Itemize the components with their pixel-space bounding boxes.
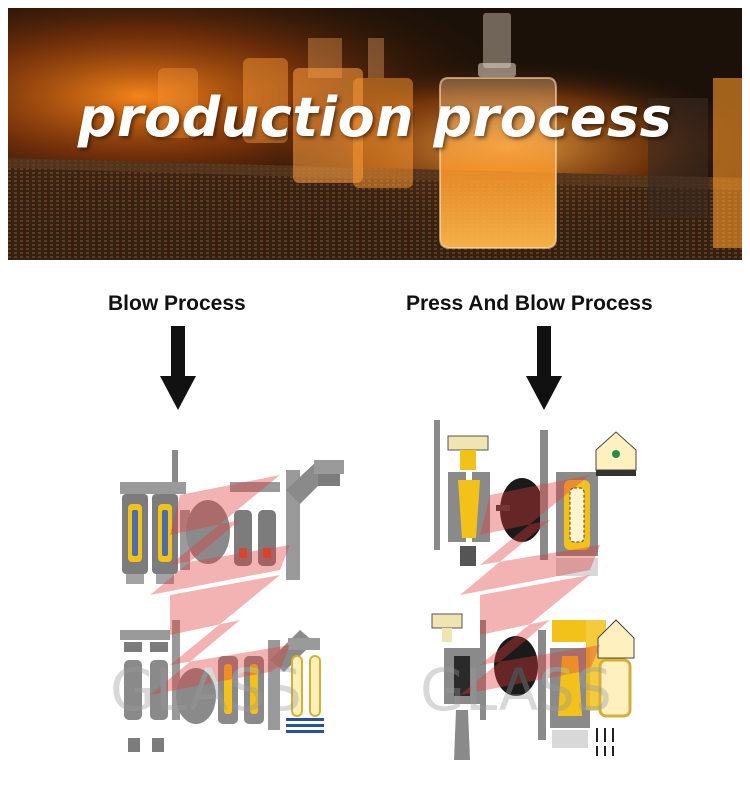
blow-process-title: Blow Process: [108, 292, 246, 315]
blow-process-diagram: [60, 420, 380, 790]
blow-stage-4: [218, 630, 324, 733]
press-stage-4: [538, 619, 635, 756]
banner-title: production process: [77, 86, 673, 149]
press-and-blow-process-down-arrow: [526, 326, 562, 410]
blow-stage-3: [120, 620, 216, 752]
press-and-blow-process-diagram: [420, 410, 720, 780]
press-and-blow-process-title: Press And Blow Process: [406, 292, 653, 315]
banner-photo: [8, 8, 742, 260]
blow-stage-1: [120, 450, 230, 584]
blow-process-down-arrow: [160, 326, 196, 410]
press-stage-3: [431, 613, 538, 760]
blow-stage-2: [230, 460, 344, 580]
press-stage-2: [540, 430, 637, 576]
press-stage-1: [434, 420, 544, 566]
hero-banner: production process: [8, 8, 742, 260]
